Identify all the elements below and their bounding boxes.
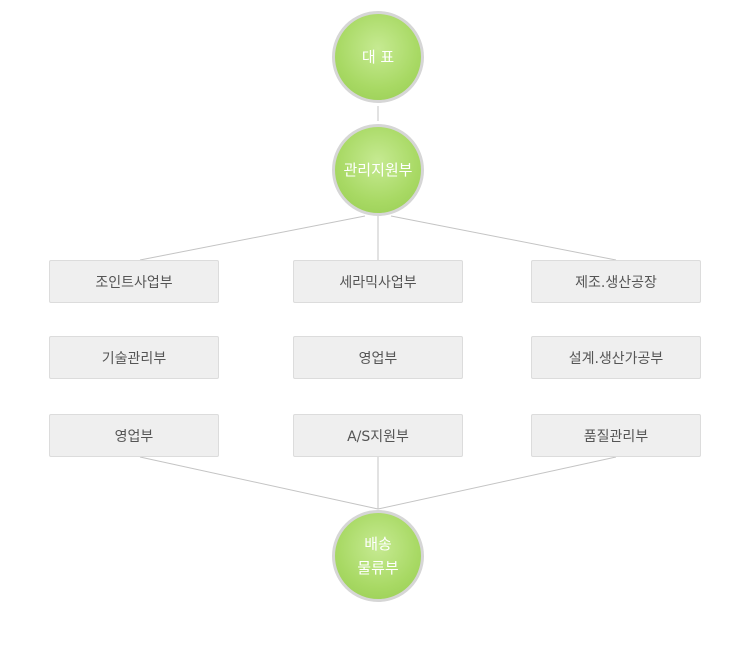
dept-label: 설계.생산가공부 [568, 350, 664, 367]
connector-admin-right [390, 215, 617, 261]
dept-label: 조인트사업부 [95, 274, 173, 291]
dept-label: 영업부 [358, 350, 398, 367]
logistics-label-line2: 물류부 [357, 559, 399, 577]
dept-tech-management: 기술관리부 [49, 336, 219, 379]
ceo-label: 대 표 [361, 48, 395, 66]
dept-sales-2: 영업부 [293, 336, 463, 379]
dept-design-processing: 설계.생산가공부 [531, 336, 701, 379]
dept-joint-business: 조인트사업부 [49, 260, 219, 303]
dept-label: 제조.생산공장 [575, 274, 657, 291]
admin-support-node: 관리지원부 [332, 124, 424, 216]
dept-ceramic-business: 세라믹사업부 [293, 260, 463, 303]
dept-as-support: A/S지원부 [293, 414, 463, 457]
ceo-node: 대 표 [332, 11, 424, 103]
dept-label: 기술관리부 [101, 350, 167, 367]
dept-label: 품질관리부 [583, 428, 649, 445]
dept-label: 영업부 [114, 428, 154, 445]
connector-admin-left [139, 215, 366, 261]
dept-label: A/S지원부 [347, 428, 409, 445]
dept-label: 세라믹사업부 [339, 274, 417, 291]
logistics-node: 배송 물류부 [332, 510, 424, 602]
connector-right-bottom [377, 456, 617, 510]
connector-left-bottom [139, 456, 379, 510]
dept-sales-1: 영업부 [49, 414, 219, 457]
logistics-label-line1: 배송 [364, 535, 392, 553]
dept-manufacturing-plant: 제조.생산공장 [531, 260, 701, 303]
admin-support-label: 관리지원부 [343, 161, 413, 179]
dept-quality-management: 품질관리부 [531, 414, 701, 457]
